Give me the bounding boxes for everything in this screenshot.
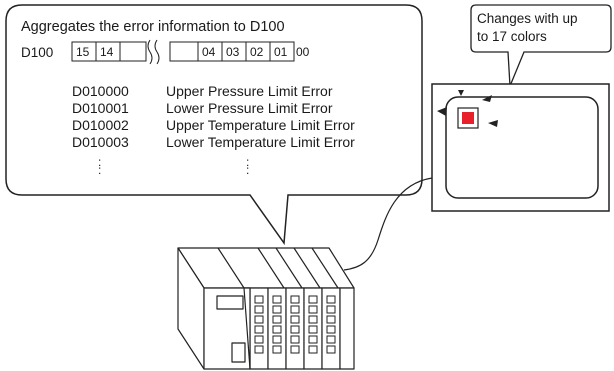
bit-14: 14 — [100, 45, 114, 59]
row-address: D010002 — [72, 117, 129, 133]
row-address: D010000 — [72, 83, 129, 99]
io-led — [308, 315, 318, 324]
register-break-gap — [147, 40, 169, 63]
io-led — [254, 305, 264, 314]
io-led — [290, 315, 300, 324]
io-led — [308, 295, 318, 304]
io-led — [254, 335, 264, 344]
io-led — [308, 305, 318, 314]
right-callout-bubble — [470, 4, 612, 87]
marker-left — [437, 107, 447, 116]
io-led — [254, 345, 264, 354]
io-led — [326, 335, 336, 344]
io-led — [272, 335, 282, 344]
row-description: Lower Temperature Limit Error — [166, 134, 355, 150]
io-led — [290, 295, 300, 304]
io-led — [254, 325, 264, 334]
bit-02: 02 — [250, 45, 264, 59]
io-module-leds — [254, 295, 336, 354]
display-outer-frame — [431, 83, 610, 212]
io-led — [326, 345, 336, 354]
io-led — [290, 305, 300, 314]
continuation-dots-right: : — [246, 155, 249, 169]
left-callout-bubble — [5, 4, 423, 246]
io-led — [254, 295, 264, 304]
row-address: D010003 — [72, 134, 129, 150]
io-led — [326, 325, 336, 334]
marker-top-right — [482, 95, 492, 102]
row-description: Lower Pressure Limit Error — [166, 100, 333, 116]
register-break-marks — [147, 39, 160, 65]
io-led — [254, 315, 264, 324]
io-led — [272, 325, 282, 334]
register-bit-boxes — [71, 41, 295, 62]
row-description: Upper Temperature Limit Error — [166, 117, 355, 133]
bit-15: 15 — [76, 45, 90, 59]
io-led — [290, 325, 300, 334]
io-led — [326, 315, 336, 324]
row-address: D010001 — [72, 100, 129, 116]
io-led — [290, 335, 300, 344]
bit-01: 01 — [274, 45, 288, 59]
bit-00: 00 — [296, 45, 310, 59]
io-led — [272, 305, 282, 314]
io-led — [326, 305, 336, 314]
row-description: Upper Pressure Limit Error — [166, 83, 333, 99]
right-callout-line1: Changes with up — [477, 11, 578, 26]
register-label: D100 — [21, 45, 53, 60]
io-led — [290, 345, 300, 354]
continuation-dots-right-2: : — [246, 163, 249, 177]
bit-04: 04 — [202, 45, 216, 59]
connection-cable — [343, 177, 433, 271]
io-led — [308, 325, 318, 334]
io-led — [326, 295, 336, 304]
marker-top-left — [458, 90, 464, 96]
callout-heading: Aggregates the error information to D100 — [21, 19, 285, 35]
right-callout-line2: to 17 colors — [477, 29, 547, 44]
io-led — [272, 295, 282, 304]
io-led — [272, 315, 282, 324]
display-screen — [445, 96, 599, 199]
io-led — [272, 345, 282, 354]
bit-03: 03 — [226, 45, 240, 59]
lamp-indicator — [462, 112, 474, 124]
continuation-dots-left: : — [98, 155, 101, 169]
marker-right — [488, 120, 498, 127]
io-led — [308, 335, 318, 344]
io-led — [308, 345, 318, 354]
error-list: D010000 Upper Pressure Limit Error D0100… — [72, 83, 355, 150]
continuation-dots-left-2: : — [98, 163, 101, 177]
